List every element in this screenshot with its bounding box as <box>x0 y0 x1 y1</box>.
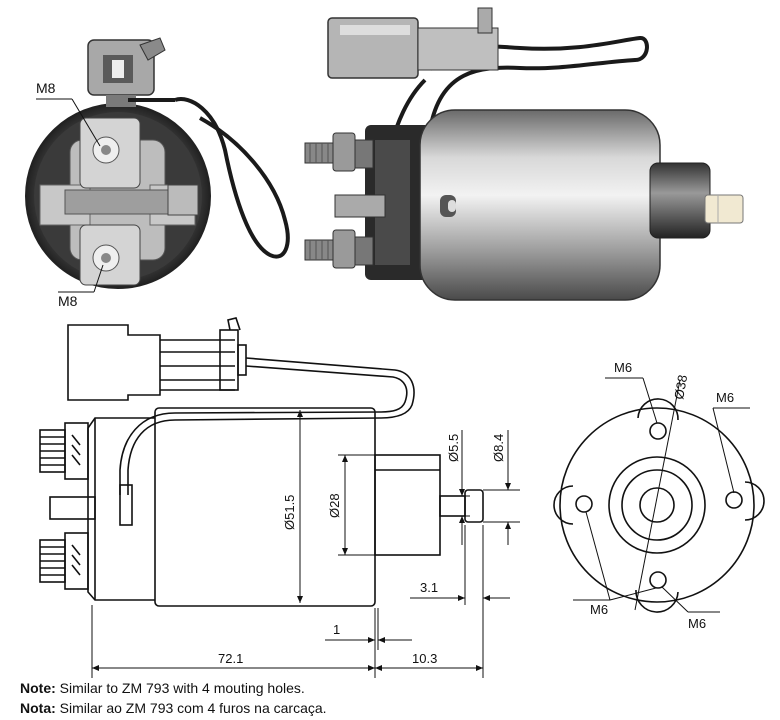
note-english: Note: Similar to ZM 793 with 4 mouting h… <box>20 680 305 696</box>
photo-label-thread-bottom: M8 <box>58 264 104 309</box>
photo-side-view <box>304 7 744 301</box>
leader-lines-front <box>573 377 750 613</box>
dimension-texts-front: M6 Ø38 M6 M6 M6 <box>590 360 734 631</box>
thread-label-bottom: M8 <box>58 293 78 309</box>
hole-label-bottom-right: M6 <box>688 616 706 631</box>
drawing-front-view <box>553 379 765 613</box>
dim-nose-diameter: Ø28 <box>327 493 342 518</box>
dim-plunger-diameter: Ø5.5 <box>446 434 461 462</box>
dim-offset: 1 <box>333 622 340 637</box>
photo-end-view <box>25 37 290 289</box>
dim-plunger-length: 10.3 <box>412 651 437 666</box>
note-english-text: Similar to ZM 793 with 4 mouting holes. <box>55 680 305 696</box>
note-english-label: Note: <box>20 680 56 696</box>
hole-label-right: M6 <box>716 390 734 405</box>
dim-body-diameter: Ø51.5 <box>282 495 297 530</box>
drawing-side-view <box>39 317 484 607</box>
dim-tip-diameter: Ø8.4 <box>491 434 506 462</box>
note-portuguese: Nota: Similar ao ZM 793 com 4 furos na c… <box>20 700 327 716</box>
dimension-lines-side <box>91 410 520 678</box>
thread-label-top: M8 <box>36 80 56 96</box>
dim-body-length: 72.1 <box>218 651 243 666</box>
photo-label-thread-top: M8 <box>36 80 101 147</box>
note-portuguese-text: Similar ao ZM 793 com 4 furos na carcaça… <box>55 700 327 716</box>
hole-label-bottom-left: M6 <box>590 602 608 617</box>
note-portuguese-label: Nota: <box>20 700 56 716</box>
dim-tip-length: 3.1 <box>420 580 438 595</box>
dimension-texts-side: Ø51.5 Ø28 Ø5.5 Ø8.4 72.1 10.3 1 3.1 <box>218 434 506 666</box>
hole-label-top-left: M6 <box>614 360 632 375</box>
dim-bolt-circle: Ø38 <box>671 374 690 401</box>
